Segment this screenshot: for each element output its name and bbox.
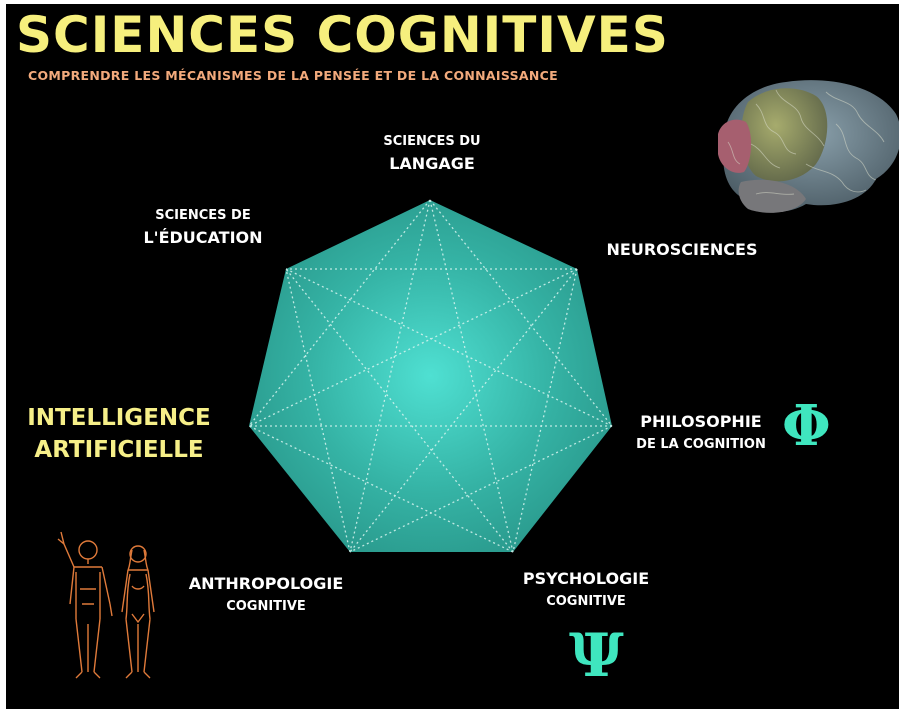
label-sciences-education-line1: SCIENCES DE (155, 208, 251, 223)
label-intelligence-artificielle-line1: INTELLIGENCE (27, 405, 211, 431)
label-psychologie: PSYCHOLOGIE COGNITIVE (511, 567, 661, 612)
label-neurosciences: NEUROSCIENCES (592, 238, 772, 263)
label-intelligence-artificielle: INTELLIGENCE ARTIFICIELLE (14, 402, 224, 466)
label-psychologie-line2: COGNITIVE (546, 593, 626, 609)
label-intelligence-artificielle-line2: ARTIFICIELLE (34, 437, 204, 464)
brain-icon (718, 80, 899, 213)
phi-symbol: Φ (782, 393, 831, 459)
label-sciences-du-langage: SCIENCES DU LANGAGE (361, 132, 503, 177)
label-philosophie: PHILOSOPHIE DE LA COGNITION (616, 410, 786, 455)
label-sciences-du-langage-line2: LANGAGE (389, 154, 475, 174)
diagram-graphics (57, 80, 899, 679)
label-sciences-education: SCIENCES DE L'ÉDUCATION (128, 206, 278, 251)
human-figures-icon (57, 531, 155, 679)
heptagon-connections (248, 199, 613, 553)
heptagon-shape (249, 200, 612, 552)
diagram-frame: SCIENCES COGNITIVES COMPRENDRE LES MÉCAN… (6, 4, 899, 709)
label-philosophie-line1: PHILOSOPHIE (640, 412, 762, 431)
label-philosophie-line2: DE LA COGNITION (636, 436, 766, 452)
page-title: SCIENCES COGNITIVES (16, 6, 669, 64)
label-neurosciences-line1: NEUROSCIENCES (606, 240, 758, 259)
label-anthropologie-line2: COGNITIVE (226, 598, 306, 614)
page-subtitle: COMPRENDRE LES MÉCANISMES DE LA PENSÉE E… (28, 68, 558, 83)
label-anthropologie-line1: ANTHROPOLOGIE (188, 574, 344, 593)
label-sciences-education-line2: L'ÉDUCATION (143, 228, 263, 248)
label-psychologie-line1: PSYCHOLOGIE (522, 569, 650, 588)
label-sciences-du-langage-line1: SCIENCES DU (383, 134, 481, 149)
label-anthropologie: ANTHROPOLOGIE COGNITIVE (166, 572, 366, 617)
psi-symbol: Ψ (569, 621, 624, 691)
